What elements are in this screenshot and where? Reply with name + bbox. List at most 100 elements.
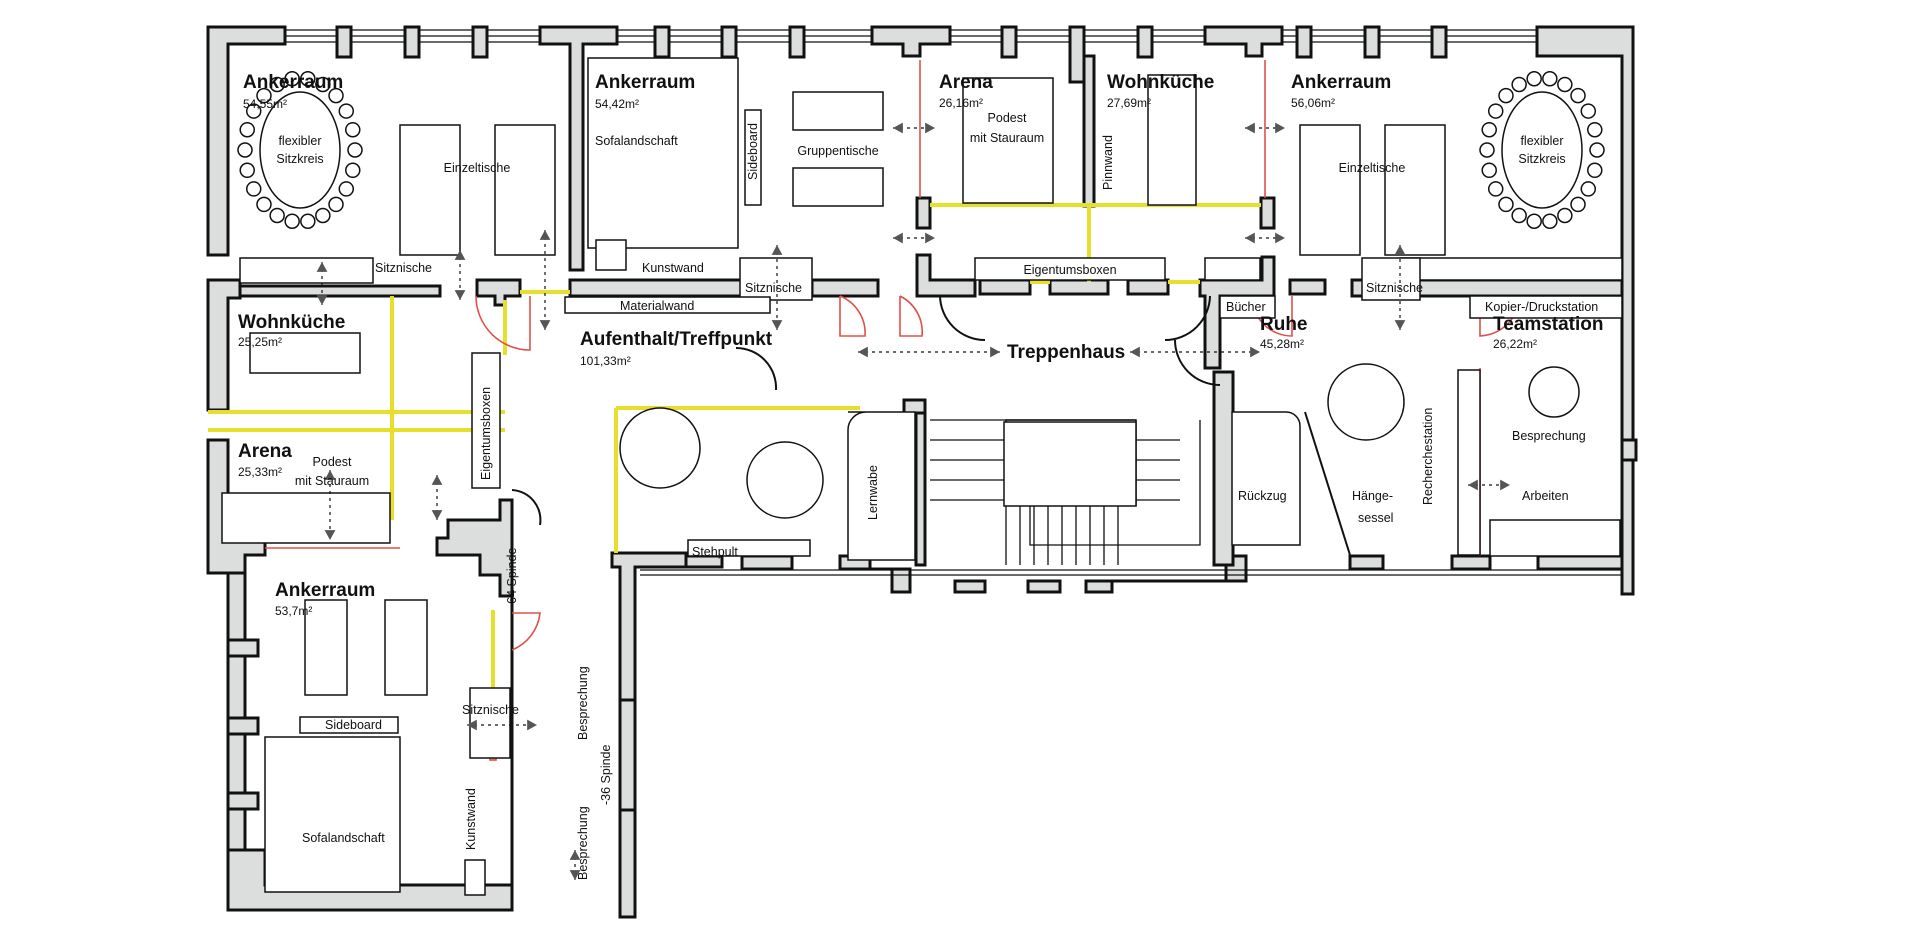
label-besprechung: Besprechung (576, 666, 590, 740)
arrow-icon (1275, 232, 1285, 244)
chair-icon (1542, 213, 1558, 230)
label-gruppentische: Gruppentische (797, 144, 878, 158)
label-sitznische: Sitznische (745, 281, 802, 295)
label-pinnwand: Pinnwand (1101, 135, 1115, 190)
arrow-icon (431, 475, 443, 485)
chair-icon (1526, 70, 1542, 87)
label-sitzkreis: Sitzkreis (1518, 152, 1565, 166)
room-name: Ankerraum (275, 580, 375, 601)
label-arbeiten: Arbeiten (1522, 489, 1569, 503)
chair-icon (315, 76, 331, 93)
chair-icon (1481, 121, 1497, 138)
arrow-icon (771, 320, 783, 330)
chair-icon (256, 196, 272, 213)
arrow-icon (1500, 479, 1510, 491)
chair-icon (347, 142, 363, 158)
arrow-icon (539, 230, 551, 240)
chair-icon (1570, 196, 1586, 213)
round-table (1501, 91, 1583, 209)
chair-icon (1542, 70, 1558, 87)
arrow-icon (1250, 346, 1260, 358)
label-recherchestation: Recherchestation (1421, 408, 1435, 505)
arrow-icon (925, 122, 935, 134)
chair-icon (1587, 162, 1603, 179)
room-name: Teamstation (1493, 314, 1604, 335)
room-area: 53,7m² (275, 604, 312, 618)
room-name: Arena (238, 441, 292, 462)
chair-icon (284, 213, 300, 230)
room-area: 27,69m² (1107, 96, 1151, 110)
label-sitznische: Sitznische (375, 261, 432, 275)
room-area: 54,55m² (243, 97, 287, 111)
room-area: 56,06m² (1291, 96, 1335, 110)
arrow-icon (569, 870, 581, 880)
label-eigentumsboxen: Eigentumsboxen (479, 387, 493, 480)
chair-icon (1487, 181, 1504, 197)
furniture (221, 57, 1623, 896)
room-area: 25,25m² (238, 335, 282, 349)
label-stehpult: Stehpult (692, 545, 738, 559)
chair-icon (1557, 76, 1573, 93)
label-sitznische: Sitznische (462, 703, 519, 717)
arrow-icon (1275, 122, 1285, 134)
chair-icon (1479, 142, 1495, 158)
label-besprechung: Besprechung (576, 806, 590, 880)
room-area: 54,42m² (595, 97, 639, 111)
chair-icon (345, 162, 361, 179)
room-area: 101,33m² (580, 354, 631, 368)
chair-icon (300, 70, 316, 87)
arrow-icon (1394, 320, 1406, 330)
chair-icon (328, 87, 344, 104)
label-podest: mit Stauraum (970, 131, 1044, 145)
arrow-icon (1468, 479, 1478, 491)
arrow-icon (454, 290, 466, 300)
room-area: 25,33m² (238, 465, 282, 479)
arrow-icon (893, 232, 903, 244)
staircase (1003, 421, 1137, 507)
label-ankerraum-sideboard: Sideboard (325, 718, 382, 732)
label-podest: mit Stauraum (295, 474, 369, 488)
label-kunstwand: Kunstwand (464, 788, 478, 850)
arrow-icon (990, 346, 1000, 358)
arrow-icon (893, 122, 903, 134)
chair-icon (1580, 103, 1597, 119)
label-haengesessel: sessel (1358, 511, 1393, 525)
room-labels: Ankerraum 54,55m² Ankerraum 54,42m² Aren… (238, 72, 1604, 618)
label-buecher: Bücher (1226, 300, 1266, 314)
arrow-icon (1245, 232, 1255, 244)
label-einzeltische: Einzeltische (1339, 161, 1406, 175)
chair-icon (1498, 196, 1514, 213)
arrow-icon (925, 232, 935, 244)
arrow-icon (1245, 122, 1255, 134)
label-podest: Podest (313, 455, 352, 469)
label-sofalandschaft: Sofalandschaft (302, 831, 385, 845)
chair-icon (345, 121, 361, 138)
room-name: Wohnküche (238, 312, 345, 333)
label-kopierstation: Kopier-/Druckstation (1485, 300, 1598, 314)
chair-icon (1589, 142, 1605, 158)
chair-icon (1580, 181, 1597, 197)
chair-icon (1481, 162, 1497, 179)
label-sitzkreis: Sitzkreis (276, 152, 323, 166)
chair-icon (269, 207, 285, 224)
arrow-icon (1394, 245, 1406, 255)
arrow-icon (1130, 346, 1140, 358)
treppenhaus-label: Treppenhaus (1007, 342, 1125, 363)
chair-icon (1511, 207, 1527, 224)
chair-icon (256, 87, 272, 104)
room-area: 26,22m² (1493, 337, 1537, 351)
label-podest: Podest (988, 111, 1027, 125)
chair-icon (338, 103, 355, 119)
room-name: Ankerraum (243, 72, 343, 93)
label-sitzkreis: flexibler (278, 134, 321, 148)
chair-icon (237, 142, 253, 158)
label-sitznische: Sitznische (1366, 281, 1423, 295)
chair-icon (1487, 103, 1504, 119)
arrow-icon (316, 295, 328, 305)
furniture-labels: flexibler Sitzkreis flexibler Sitzkreis … (276, 111, 1598, 880)
chair-icon (1498, 87, 1514, 104)
round-table (259, 91, 341, 209)
arrow-icon (527, 719, 537, 731)
chair-icon (269, 76, 285, 93)
